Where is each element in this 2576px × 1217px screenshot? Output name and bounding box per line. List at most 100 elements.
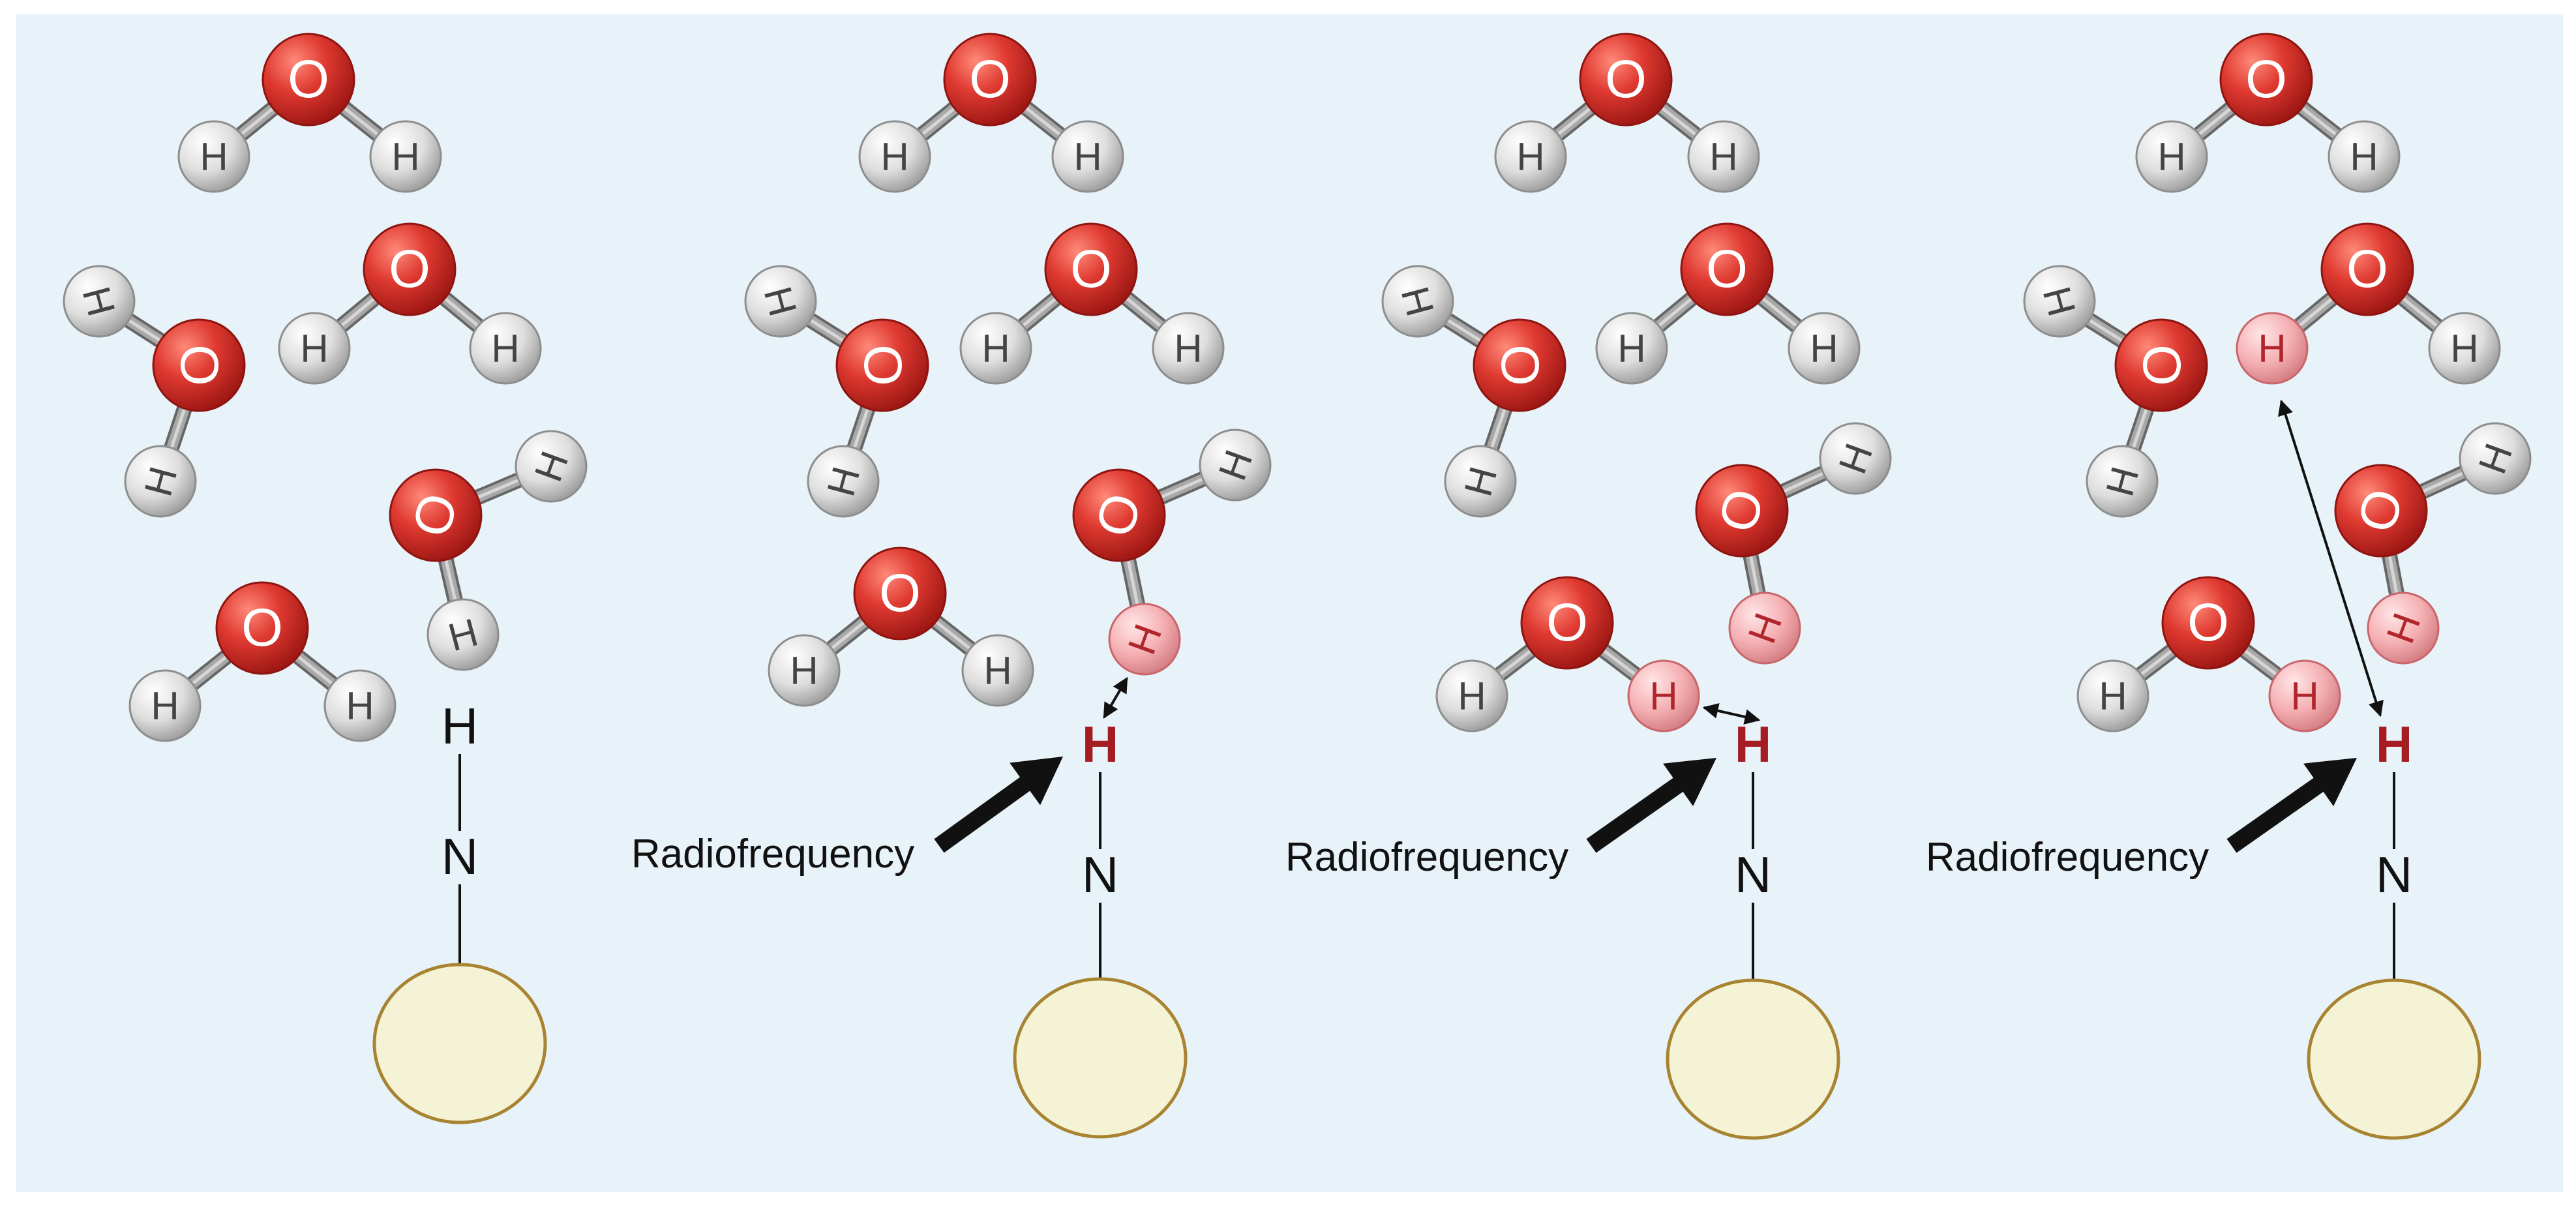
oxygen-atom: O: [1695, 464, 1789, 558]
oxygen-label: O: [879, 563, 921, 623]
hydrogen-atom: H: [469, 312, 542, 385]
hydrogen-label: H: [983, 649, 1011, 693]
hydrogen-atom: H: [1051, 120, 1124, 193]
amide-nitrogen: N: [1082, 846, 1118, 903]
oxygen-label: O: [389, 239, 430, 299]
hydrogen-atom: H: [1435, 659, 1508, 732]
exchange-double-arrow: [1702, 703, 1761, 725]
oxygen-atom: O: [152, 318, 246, 412]
hydrogen-atom: H: [2076, 659, 2149, 732]
amide-residue: HN: [1013, 715, 1188, 1139]
hydrogen-label: H: [1617, 327, 1645, 370]
hydrogen-label: H: [880, 135, 908, 179]
water-molecule: HHO: [744, 265, 929, 518]
hydrogen-label: H: [200, 135, 228, 179]
radiofrequency-arrow: Radiofrequency: [631, 757, 1063, 877]
oxygen-atom: O: [2161, 576, 2255, 670]
hydrogen-atom: H: [369, 120, 442, 193]
water-molecule: H HO: [389, 430, 588, 671]
hydrogen-atom: H: [807, 445, 880, 518]
hydrogen-label: H: [151, 684, 179, 728]
oxygen-label: O: [2245, 50, 2287, 109]
oxygen-label: O: [1605, 50, 1647, 109]
oxygen-atom: O: [1680, 222, 1774, 316]
hydrogen-label: H: [1709, 135, 1737, 179]
exchange-double-arrow: [2278, 399, 2384, 717]
highlighted-hydrogen-atom: H: [2268, 659, 2341, 732]
oxygen-label: O: [241, 598, 283, 657]
radiofrequency-arrow-shape: [934, 757, 1063, 853]
hydrogen-atom: H: [278, 312, 351, 385]
oxygen-label: O: [1706, 239, 1748, 299]
oxygen-label: O: [853, 344, 912, 386]
hydrogen-atom: H: [768, 634, 841, 707]
hydrogen-atom: H: [323, 669, 397, 742]
oxygen-atom: O: [835, 318, 929, 412]
hydrogen-atom: H: [2023, 265, 2096, 338]
hydrogen-label: H: [2258, 327, 2286, 370]
amide-nitrogen: N: [2376, 846, 2412, 903]
hydrogen-label: H: [981, 327, 1010, 370]
oxygen-label: O: [2187, 593, 2229, 652]
hydrogen-label: H: [391, 135, 419, 179]
oxygen-atom: O: [363, 222, 457, 316]
hydrogen-label: H: [790, 649, 818, 693]
hydrogen-label: H: [2157, 135, 2185, 179]
oxygen-atom: O: [853, 547, 947, 640]
hydrogen-atom: H: [124, 445, 197, 518]
oxygen-label: O: [969, 50, 1011, 109]
hydrogen-label: H: [1810, 327, 1838, 370]
hydrogen-atom: H: [744, 265, 817, 338]
protein-bead: [1666, 978, 1840, 1140]
oxygen-label: O: [1070, 239, 1112, 299]
hydrogen-atom: H: [1199, 428, 1272, 502]
oxygen-atom: O: [1044, 222, 1138, 316]
hydrogen-atom: H: [515, 430, 588, 503]
hydrogen-atom: H: [1494, 120, 1567, 193]
oxygen-atom: O: [1473, 318, 1566, 412]
oxygen-atom: O: [2114, 318, 2208, 412]
hydrogen-label: H: [2099, 674, 2127, 718]
hydrogen-atom: H: [63, 265, 136, 338]
oxygen-atom: O: [1520, 576, 1614, 670]
water-molecule: HHO: [1695, 422, 1892, 665]
hydrogen-label: H: [1649, 674, 1677, 718]
radiofrequency-label: Radiofrequency: [631, 832, 914, 877]
hydrogen-atom: H: [1819, 422, 1892, 495]
amide-hydrogen-highlighted: H: [2376, 715, 2412, 773]
hydrogen-atom: H: [427, 598, 500, 671]
oxygen-atom: O: [1072, 468, 1166, 562]
amide-residue: HN: [2307, 715, 2481, 1140]
hydrogen-atom: H: [1381, 265, 1454, 338]
hydrogen-atom: H: [2459, 422, 2532, 495]
oxygen-label: O: [1490, 344, 1550, 386]
water-molecule: HHO: [2023, 265, 2208, 518]
hydrogen-label: H: [1458, 674, 1486, 718]
water-molecule: H HO: [1435, 576, 1700, 732]
water-molecule: HHO: [1072, 428, 1272, 676]
amide-residue: HN: [1666, 715, 1840, 1140]
hydrogen-label: H: [491, 327, 519, 370]
hydrogen-atom: H: [961, 634, 1034, 707]
water-molecule: H HO: [63, 265, 246, 518]
hydrogen-label: H: [2290, 674, 2318, 718]
hydrogen-atom: H: [1788, 312, 1861, 385]
oxygen-atom: O: [389, 468, 483, 562]
oxygen-atom: O: [943, 33, 1037, 127]
radiofrequency-arrow: Radiofrequency: [1926, 758, 2357, 880]
hydrogen-atom: H: [1687, 120, 1760, 193]
hydrogen-atom: H: [128, 669, 202, 742]
oxygen-atom: O: [1579, 33, 1673, 127]
oxygen-atom: O: [2320, 222, 2414, 316]
oxygen-atom: O: [2219, 33, 2313, 127]
amide-nitrogen: N: [1735, 846, 1771, 903]
protein-bead: [1013, 977, 1188, 1139]
water-molecule: H H O: [1595, 222, 1861, 385]
